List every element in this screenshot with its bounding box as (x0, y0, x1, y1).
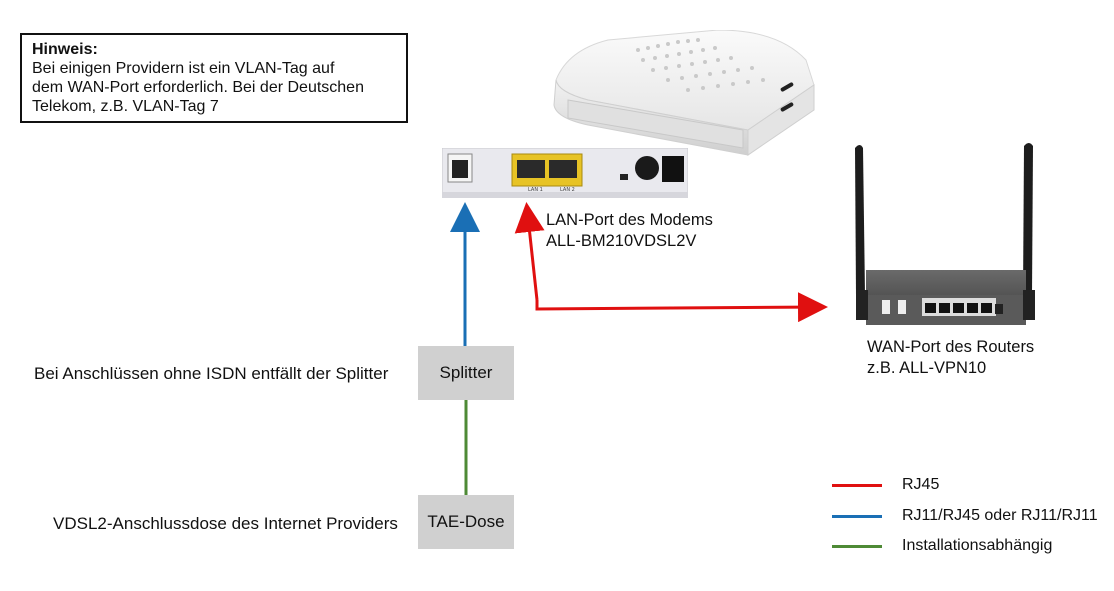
modem-port-label-line1: LAN-Port des Modems (546, 211, 713, 229)
rj45-cable-line-to-modem (514, 202, 545, 301)
hint-note: Hinweis: Bei einigen Providern ist ein V… (20, 33, 408, 123)
legend-swatch-installation (832, 545, 882, 548)
hint-line-3: Telekom, z.B. VLAN-Tag 7 (32, 98, 219, 115)
splitter-description: Bei Anschlüssen ohne ISDN entfällt der S… (34, 364, 389, 383)
router-port-label-line2: z.B. ALL-VPN10 (867, 359, 987, 377)
legend-swatch-rj11 (832, 515, 882, 518)
splitter-box-label: Splitter (439, 363, 493, 382)
modem-back-panel: LAN 1 LAN 2 (442, 148, 688, 198)
tae-dose-description: VDSL2-Anschlussdose des Internet Provide… (53, 514, 398, 533)
modem-port-label-line2: ALL-BM210VDSL2V (546, 232, 697, 250)
hint-line-1: Bei einigen Providern ist ein VLAN-Tag a… (32, 60, 335, 77)
router-port-label-line1: WAN-Port des Routers (867, 338, 1035, 356)
modem-device-image (553, 30, 815, 156)
lan1-jack-label: LAN 1 (528, 187, 543, 193)
router-port-label: WAN-Port des Routers z.B. ALL-VPN10 (867, 337, 1034, 379)
tae-dose-box: TAE-Dose (418, 495, 514, 549)
legend-swatch-rj45 (832, 484, 882, 487)
legend-item-rj45: RJ45 (832, 476, 1112, 498)
rj45-cable-line-to-router (535, 292, 828, 323)
legend-label-rj11: RJ11/RJ45 oder RJ11/RJ11 (902, 507, 1098, 524)
legend-label-installation: Installationsabhängig (902, 537, 1053, 554)
router-device-image (855, 143, 1035, 325)
hint-title: Hinweis: (32, 41, 98, 58)
splitter-box: Splitter (418, 346, 514, 400)
legend-item-installation: Installationsabhängig (832, 537, 1112, 559)
legend-label-rj45: RJ45 (902, 476, 940, 493)
hint-line-2: dem WAN-Port erforderlich. Bei der Deuts… (32, 79, 364, 96)
legend-item-rj11: RJ11/RJ45 oder RJ11/RJ11 (832, 507, 1112, 529)
tae-dose-box-label: TAE-Dose (427, 512, 505, 531)
lan2-jack-label: LAN 2 (560, 187, 575, 193)
modem-port-label: LAN-Port des Modems ALL-BM210VDSL2V (546, 210, 713, 252)
